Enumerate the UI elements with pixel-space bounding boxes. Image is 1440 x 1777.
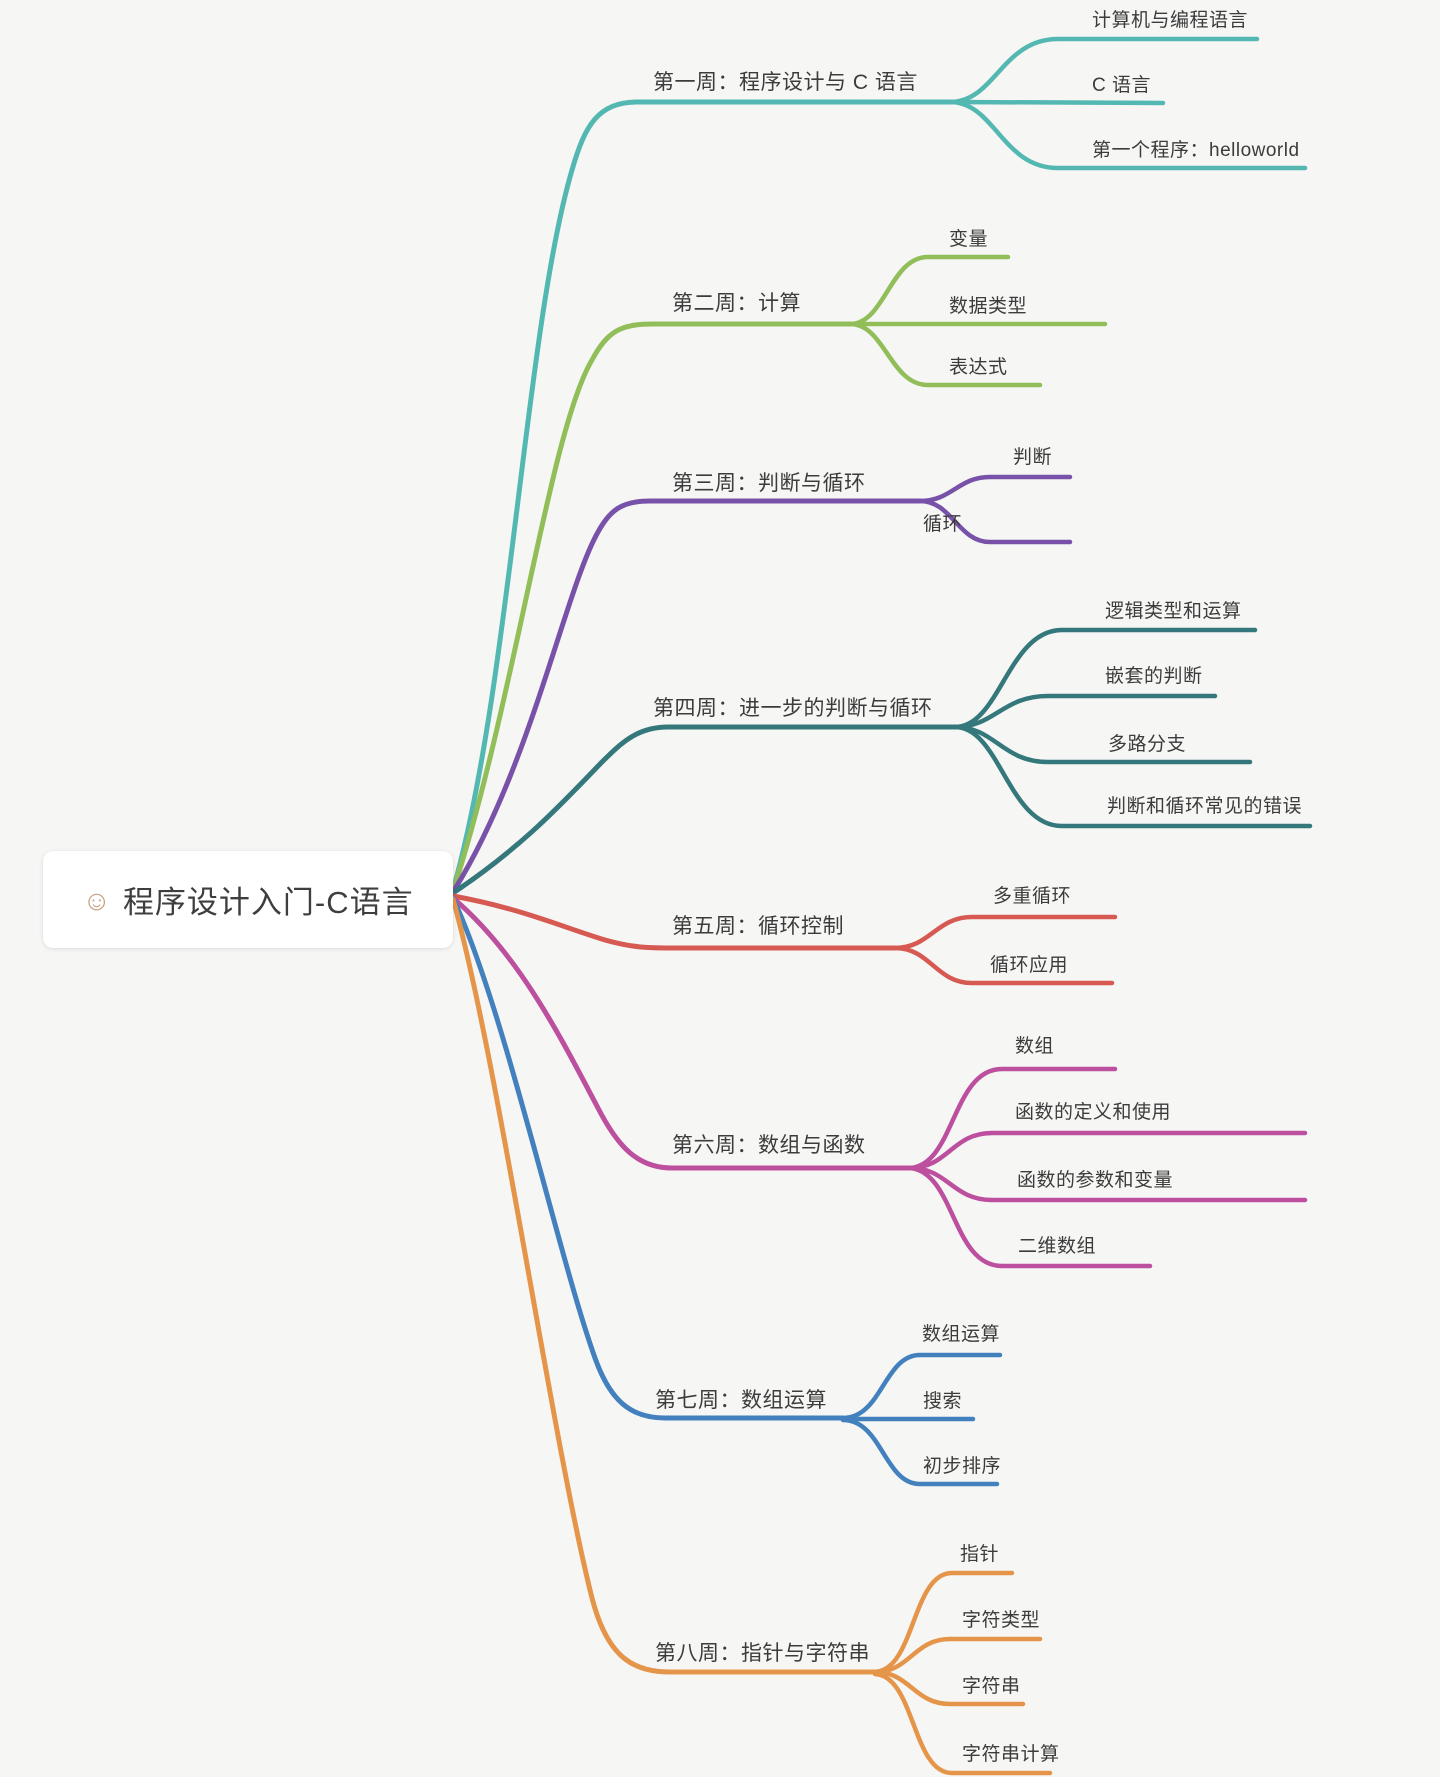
branch-4-child-3[interactable]: 多路分支 [1108, 734, 1187, 755]
root-node[interactable]: ☺ 程序设计入门-C语言 [43, 851, 453, 948]
root-label: 程序设计入门-C语言 [122, 885, 414, 920]
branch-2-child-3[interactable]: 表达式 [949, 357, 1008, 378]
branch-2-child-3-line [847, 321, 1043, 388]
branch-4-child-3-line [952, 724, 1253, 765]
branch-6-child-3[interactable]: 函数的参数和变量 [1017, 1170, 1174, 1191]
branch-7-child-3[interactable]: 初步排序 [923, 1456, 1002, 1477]
branch-7-label[interactable]: 第七周：数组运算 [655, 1389, 827, 1412]
branch-5-child-1[interactable]: 多重循环 [993, 886, 1072, 907]
branch-4-child-1-line [952, 627, 1258, 730]
branch-7-trunk [450, 895, 846, 1421]
branch-4-child-4-line [952, 724, 1313, 829]
branch-4-child-2-line [952, 693, 1218, 730]
branch-7-child-1-line [840, 1352, 1003, 1421]
branch-7-child-1[interactable]: 数组运算 [922, 1324, 1001, 1345]
branch-6-trunk [450, 895, 913, 1171]
branch-1-child-3[interactable]: 第一个程序：helloworld [1092, 140, 1300, 161]
branch-1-child-3-line [947, 99, 1308, 171]
branch-8-child-1-line [872, 1570, 1015, 1675]
branch-8-label[interactable]: 第八周：指针与字符串 [655, 1642, 870, 1665]
branch-6-child-4-line [907, 1165, 1153, 1269]
branch-3-label[interactable]: 第三周：判断与循环 [672, 472, 866, 495]
branch-1-child-2[interactable]: C 语言 [1092, 75, 1152, 96]
branch-6-child-1[interactable]: 数组 [1015, 1036, 1055, 1057]
branch-6-child-1-line [907, 1066, 1118, 1171]
smiley-icon: ☺ [82, 884, 111, 916]
branch-4-child-2[interactable]: 嵌套的判断 [1105, 666, 1203, 687]
branch-5-child-1-line [892, 914, 1118, 951]
branch-8-child-2-line [872, 1636, 1043, 1675]
branch-7-child-3-line [840, 1417, 1000, 1487]
branch-6-child-4[interactable]: 二维数组 [1018, 1236, 1097, 1257]
branch-6-child-2[interactable]: 函数的定义和使用 [1015, 1102, 1172, 1123]
branch-6-label[interactable]: 第六周：数组与函数 [672, 1134, 866, 1157]
branch-5-child-2[interactable]: 循环应用 [990, 955, 1069, 976]
branch-1-trunk [450, 99, 953, 893]
branch-4-label[interactable]: 第四周：进一步的判断与循环 [653, 697, 933, 720]
branch-8-child-4[interactable]: 字符串计算 [962, 1744, 1060, 1765]
branch-2-child-2[interactable]: 数据类型 [949, 296, 1028, 317]
branch-8-child-1[interactable]: 指针 [960, 1544, 1000, 1565]
branch-5-child-2-line [892, 945, 1115, 986]
branch-2-trunk [450, 321, 853, 894]
branch-3-child-1[interactable]: 判断 [1013, 447, 1053, 468]
branch-1-label[interactable]: 第一周：程序设计与 C 语言 [653, 71, 918, 94]
branch-3-child-2-line [917, 498, 1073, 545]
branch-4-child-4[interactable]: 判断和循环常见的错误 [1107, 796, 1303, 817]
branch-3-child-1-line [917, 474, 1073, 504]
branch-5-label[interactable]: 第五周：循环控制 [672, 915, 844, 938]
branch-2-child-1[interactable]: 变量 [949, 229, 989, 250]
branch-1-child-1-line [947, 36, 1260, 105]
branch-8-child-2[interactable]: 字符类型 [962, 1610, 1041, 1631]
branch-7-child-2[interactable]: 搜索 [923, 1391, 963, 1412]
branch-4-trunk [450, 724, 958, 896]
branch-5-trunk [450, 893, 898, 951]
branch-8-child-4-line [872, 1671, 1053, 1776]
branch-2-label[interactable]: 第二周：计算 [672, 292, 801, 315]
branch-6-child-2-line [907, 1130, 1308, 1171]
branch-8-child-3[interactable]: 字符串 [962, 1676, 1021, 1697]
branch-8-child-3-line [872, 1669, 1026, 1707]
branch-3-trunk [450, 498, 923, 895]
branch-3-child-2[interactable]: 循环 [923, 514, 963, 535]
branch-1-child-2-line [947, 99, 1166, 106]
branch-8-trunk [450, 896, 878, 1675]
branch-2-child-1-line [847, 254, 1011, 327]
branch-1-child-1[interactable]: 计算机与编程语言 [1092, 10, 1249, 31]
branch-4-child-1[interactable]: 逻辑类型和运算 [1105, 601, 1242, 622]
